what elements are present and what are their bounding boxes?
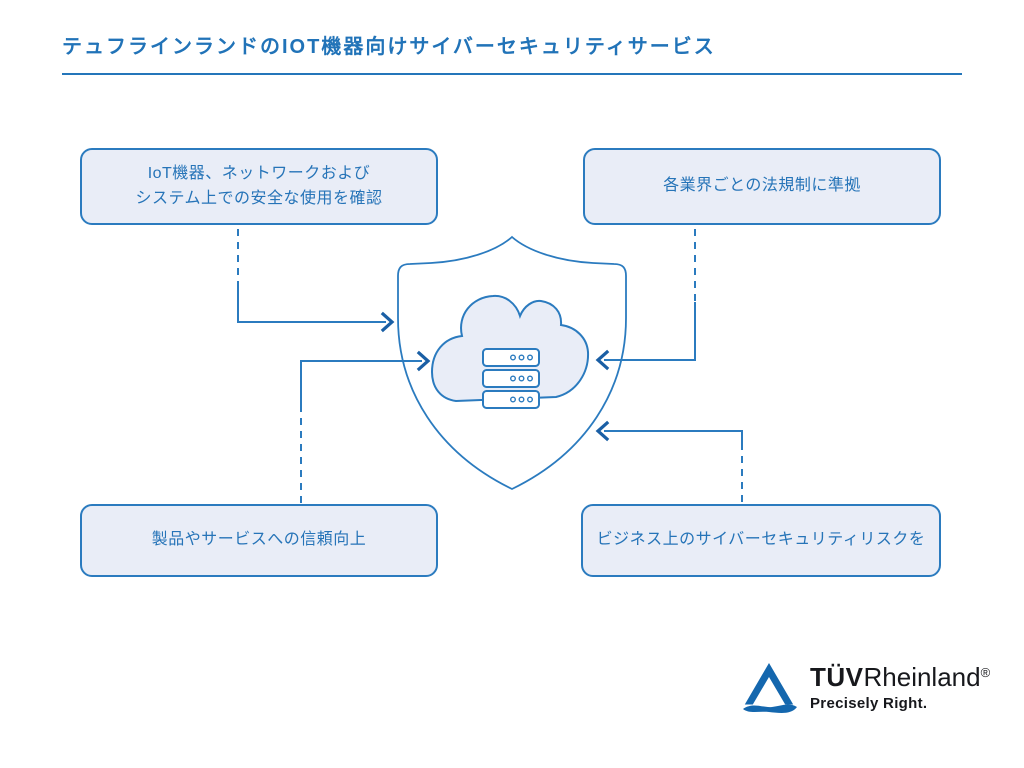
connector-bottom-left — [300, 350, 431, 503]
connector-bottom-right — [595, 420, 743, 502]
brand-tagline: Precisely Right. — [810, 694, 928, 712]
arrow-right-icon — [416, 350, 431, 372]
benefit-box-bottom-left-label: 製品やサービスへの信頼向上 — [151, 531, 367, 549]
connector-top-left — [237, 229, 395, 333]
benefit-box-top-left-line1: IoT機器、ネットワークおよび — [147, 164, 371, 182]
server-stack-icon — [482, 348, 540, 409]
benefit-box-top-left: IoT機器、ネットワークおよび システム上での安全な使用を確認 — [80, 148, 438, 225]
brand-tuv: TÜV — [810, 662, 864, 692]
title-divider — [62, 73, 962, 75]
tuv-rheinland-logo: TÜVRheinland® Precisely Right. — [740, 662, 991, 717]
cloud-icon — [430, 294, 590, 403]
arrow-left-icon — [595, 349, 610, 371]
registered-trademark-icon: ® — [980, 665, 991, 680]
benefit-box-top-right: 各業界ごとの法規制に準拠 — [583, 148, 941, 225]
shield-icon — [397, 235, 627, 491]
benefit-box-top-right-label: 各業界ごとの法規制に準拠 — [663, 177, 861, 195]
benefit-box-top-left-line2: システム上での安全な使用を確認 — [135, 189, 383, 207]
arrow-right-icon — [380, 311, 395, 333]
benefit-box-bottom-right-label: ビジネス上のサイバーセキュリティリスクを — [596, 531, 926, 549]
connector-top-right — [595, 229, 696, 371]
brand-wordmark: TÜVRheinland® — [810, 662, 991, 693]
benefit-box-bottom-right: ビジネス上のサイバーセキュリティリスクを — [581, 504, 941, 577]
benefit-box-bottom-left: 製品やサービスへの信頼向上 — [80, 504, 438, 577]
tuv-triangle-icon — [740, 663, 800, 717]
page-title: テュフラインランドのIOT機器向けサイバーセキュリティサービス — [62, 36, 716, 58]
arrow-left-icon — [595, 420, 610, 442]
brand-rheinland: Rheinland — [863, 662, 981, 692]
